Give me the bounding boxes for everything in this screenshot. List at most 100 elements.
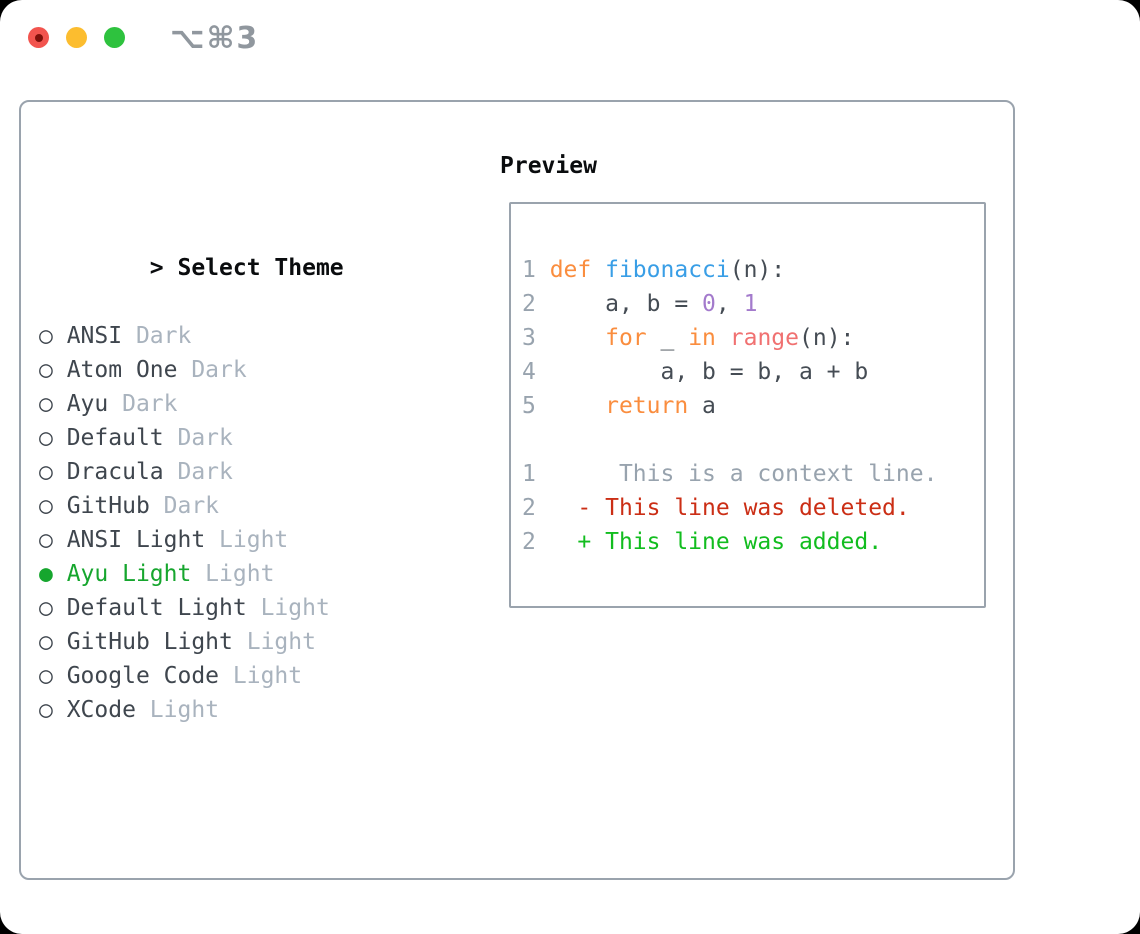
theme-option-dracula[interactable]: ○ Dracula Dark (39, 455, 427, 489)
code-segment-constant: 1 (743, 291, 758, 317)
code-line: 2 - This line was deleted. (522, 491, 937, 525)
code-segment-function: fibonacci (605, 257, 730, 283)
theme-option-default-light[interactable]: ○ Default Light Light (39, 591, 427, 625)
line-number: 5 (522, 393, 550, 419)
code-segment-fg: (n): (799, 325, 855, 351)
close-focus-dot-icon (34, 33, 43, 42)
code-segment-keyword: in (688, 325, 716, 351)
theme-name: ANSI (66, 323, 123, 349)
theme-variant: Light (135, 697, 220, 723)
theme-name: Atom One (66, 357, 178, 383)
code-segment-fg: (n): (729, 257, 786, 283)
line-number: 3 (522, 325, 550, 351)
theme-list: > Select Theme ○ ANSI Dark○ Atom One Dar… (39, 149, 427, 934)
radio-unselected-icon: ○ (39, 391, 67, 417)
code-line: 4 a, b = b, a + b (522, 355, 937, 389)
cursor-icon: > (149, 255, 178, 281)
radio-unselected-icon: ○ (39, 459, 67, 485)
theme-option-ayu[interactable]: ○ Ayu Dark (39, 387, 427, 421)
theme-option-github[interactable]: ○ GitHub Dark (39, 489, 427, 523)
code-segment-fg (550, 495, 578, 521)
theme-name: Google Code (66, 663, 220, 689)
code-segment-added: + This line was added. (577, 529, 883, 555)
theme-variant: Dark (122, 323, 192, 349)
radio-unselected-icon: ○ (39, 425, 67, 451)
radio-unselected-icon: ○ (39, 697, 67, 723)
theme-name: Dracula (66, 459, 164, 485)
code-segment-fg (591, 257, 605, 283)
theme-variant: Dark (108, 391, 178, 417)
theme-variant: Light (219, 663, 303, 689)
minimize-button[interactable] (66, 27, 87, 48)
code-line: 2 + This line was added. (522, 525, 937, 559)
theme-option-default[interactable]: ○ Default Dark (39, 421, 427, 455)
theme-name: XCode (66, 697, 136, 723)
radio-unselected-icon: ○ (39, 527, 67, 553)
theme-name: GitHub (66, 493, 150, 519)
theme-variant: Light (191, 561, 275, 587)
theme-name: Ayu Light (66, 561, 192, 587)
code-segment-fg: a, b = b, a + b (549, 359, 869, 385)
theme-option-ayu-light[interactable]: ● Ayu Light Light (39, 557, 427, 591)
radio-unselected-icon: ○ (39, 493, 67, 519)
line-number: 4 (522, 359, 550, 385)
theme-option-ansi[interactable]: ○ ANSI Dark (39, 319, 427, 353)
code-segment-fg (550, 325, 605, 351)
apply-to-heading: Apply To (39, 897, 427, 931)
theme-option-google-code[interactable]: ○ Google Code Light (39, 659, 427, 693)
code-line: 5 return a (522, 389, 937, 423)
theme-selector-panel: > Select Theme ○ ANSI Dark○ Atom One Dar… (19, 100, 1015, 880)
theme-name: Ayu (66, 391, 109, 417)
code-segment-fg (550, 393, 605, 419)
line-number: 2 (522, 291, 550, 317)
code-segment-fg: a (688, 393, 716, 419)
code-segment-constant: 0 (702, 291, 716, 317)
theme-option-ansi-light[interactable]: ○ ANSI Light Light (39, 523, 427, 557)
theme-name: Default (66, 425, 164, 451)
theme-name: Default Light (66, 595, 247, 621)
code-segment-context: This is a context line. (549, 461, 938, 487)
theme-variant: Dark (163, 459, 233, 485)
radio-unselected-icon: ○ (39, 629, 67, 655)
radio-unselected-icon: ○ (39, 663, 67, 689)
code-segment-call: range (729, 325, 799, 351)
code-segment-fg: a, b = (549, 291, 703, 317)
zoom-button[interactable] (104, 27, 125, 48)
radio-unselected-icon: ○ (39, 357, 67, 383)
line-number: 1 (522, 461, 550, 487)
close-button[interactable] (28, 27, 49, 48)
theme-variant: Dark (149, 493, 220, 519)
code-line: 3 for _ in range(n): (522, 321, 937, 355)
code-segment-fg: _ (646, 325, 689, 351)
code-segment-fg (716, 325, 730, 351)
code-segment-keyword: return (605, 393, 689, 419)
select-theme-title: Select Theme (177, 255, 344, 281)
keyboard-shortcut-label: ⌥⌘3 (170, 21, 260, 56)
theme-variant: Light (205, 527, 289, 553)
radio-unselected-icon: ○ (39, 323, 67, 349)
theme-variant: Dark (177, 357, 247, 383)
titlebar: ⌥⌘3 (0, 0, 1140, 70)
theme-option-atom-one[interactable]: ○ Atom One Dark (39, 353, 427, 387)
preview-heading: Preview (500, 153, 597, 179)
code-segment-deleted: - This line was deleted. (577, 495, 910, 521)
line-number (522, 427, 536, 453)
line-number: 2 (522, 529, 550, 555)
line-number: 2 (522, 495, 550, 521)
radio-selected-icon: ● (39, 561, 67, 587)
code-line (522, 423, 937, 457)
theme-variant: Light (246, 595, 330, 621)
theme-variant: Dark (163, 425, 233, 451)
code-line: 1 This is a context line. (522, 457, 937, 491)
theme-options: ○ ANSI Dark○ Atom One Dark○ Ayu Dark○ De… (39, 319, 427, 727)
line-number: 1 (522, 257, 550, 283)
theme-option-github-light[interactable]: ○ GitHub Light Light (39, 625, 427, 659)
spacer (39, 795, 427, 829)
code-line: 2 a, b = 0, 1 (522, 287, 937, 321)
theme-name: GitHub Light (66, 629, 233, 655)
code-segment-keyword: def (549, 257, 592, 283)
theme-option-xcode[interactable]: ○ XCode Light (39, 693, 427, 727)
